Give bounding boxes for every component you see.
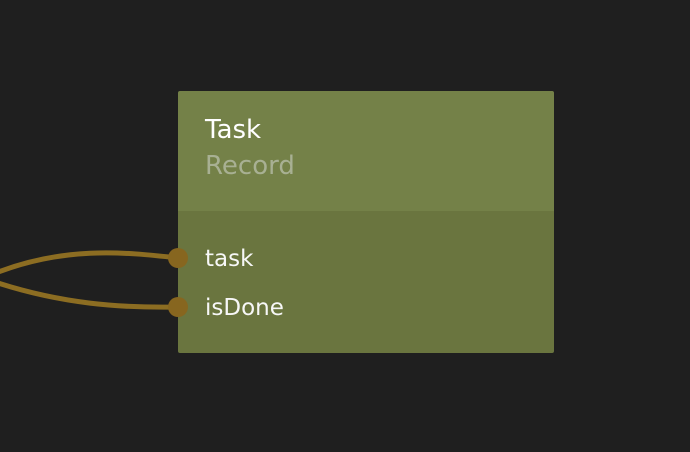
connection-wire-task[interactable] xyxy=(0,250,181,277)
input-port-label-isdone: isDone xyxy=(205,295,284,321)
connection-wire-isdone[interactable] xyxy=(0,279,181,310)
input-port-isdone: isDone xyxy=(205,294,554,322)
node-subtitle: Record xyxy=(205,151,295,181)
task-node-header[interactable]: Task Record xyxy=(178,91,554,211)
task-node-body: task isDone xyxy=(178,211,554,353)
input-port-task: task xyxy=(205,245,554,273)
task-node[interactable]: Task Record task isDone xyxy=(178,91,554,353)
input-port-label-task: task xyxy=(205,246,254,272)
input-socket-isdone[interactable] xyxy=(168,297,188,317)
node-title: Task xyxy=(205,115,262,145)
input-socket-task[interactable] xyxy=(168,248,188,268)
